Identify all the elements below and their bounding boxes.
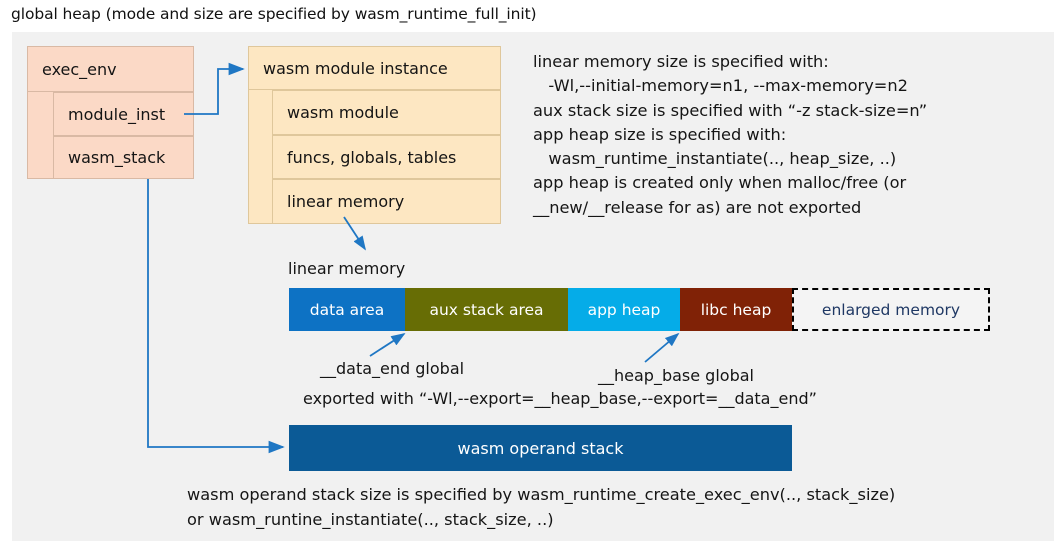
wasm-operand-stack-label: wasm operand stack <box>457 438 624 458</box>
linear-memory-bar: data area aux stack area app heap libc heap… <box>289 288 990 331</box>
wasm-stack-label: wasm_stack <box>68 148 166 167</box>
module-instance-header[interactable]: wasm module instance <box>248 46 501 90</box>
exec-env-row-wasm-stack[interactable]: wasm_stack <box>53 136 194 179</box>
exec-env-header-label: exec_env <box>42 59 117 79</box>
data-end-global-label: __data_end global <box>320 359 465 378</box>
module-row-wasm-module[interactable]: wasm module <box>272 90 501 135</box>
exec-env-header[interactable]: exec_env <box>27 46 194 92</box>
heap-base-global-label: __heap_base global <box>598 366 754 385</box>
wasm-module-label: wasm module <box>287 103 399 122</box>
memory-segment-app-heap[interactable]: app heap <box>568 288 680 331</box>
diagram-title: global heap (mode and size are specified… <box>11 5 537 23</box>
memory-segment-label: aux stack area <box>429 300 544 319</box>
memory-segment-label: enlarged memory <box>821 300 961 319</box>
operand-stack-notes-text: wasm operand stack size is specified by … <box>187 485 896 529</box>
memory-segment-libc-heap[interactable]: libc heap <box>680 288 792 331</box>
memory-segment-aux-stack-area[interactable]: aux stack area <box>405 288 568 331</box>
module-inst-label: module_inst <box>68 104 166 124</box>
memory-segment-label: libc heap <box>700 300 772 319</box>
wasm-operand-stack-box[interactable]: wasm operand stack <box>289 425 792 471</box>
linear-memory-caption: linear memory <box>288 259 406 278</box>
module-instance-header-label: wasm module instance <box>263 58 448 78</box>
memory-segment-data-area[interactable]: data area <box>289 288 405 331</box>
module-row-linear-memory[interactable]: linear memory <box>272 179 501 224</box>
exported-with-label: exported with “-Wl,--export=__heap_base,… <box>303 389 817 408</box>
exec-env-row-module-inst[interactable]: module_inst <box>53 92 194 136</box>
linear-memory-row-label: linear memory <box>287 192 405 211</box>
memory-segment-label: app heap <box>587 300 661 319</box>
memory-segment-label: data area <box>309 300 385 319</box>
funcs-globals-tables-label: funcs, globals, tables <box>287 147 457 167</box>
memory-segment-enlarged-memory[interactable]: enlarged memory <box>792 288 990 331</box>
module-row-funcs-globals-tables[interactable]: funcs, globals, tables <box>272 135 501 179</box>
runtime-notes-text: linear memory size is specified with: -W… <box>533 52 928 217</box>
